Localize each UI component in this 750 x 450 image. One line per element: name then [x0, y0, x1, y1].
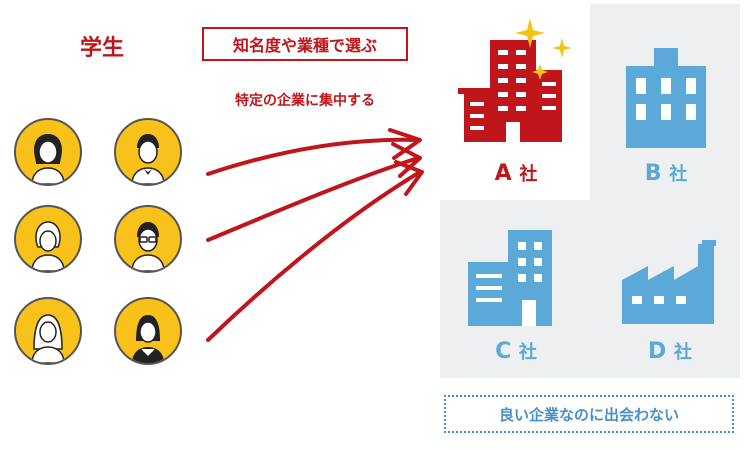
company-c-letter: C	[495, 339, 512, 364]
arrow-2-head	[391, 142, 422, 178]
sparkle-icon	[515, 18, 572, 80]
notice-box: 良い企業なのに出会わない	[444, 395, 734, 433]
student-avatar-4	[114, 205, 182, 273]
student-avatar-2	[114, 118, 182, 186]
company-b-suffix: 社	[669, 164, 688, 185]
company-a-letter: A	[494, 161, 512, 186]
person-icon	[31, 134, 65, 184]
person-icon	[31, 221, 65, 271]
arrow-2	[206, 156, 420, 242]
arrow-3-head	[394, 160, 424, 196]
company-a-label: A 社	[456, 160, 576, 186]
company-a-suffix: 社	[519, 164, 538, 185]
person-icon	[131, 134, 165, 184]
person-icon	[132, 315, 164, 363]
criteria-box: 知名度や業種で選ぶ	[202, 27, 408, 61]
company-c-label: C 社	[456, 338, 576, 364]
criteria-label: 知名度や業種で選ぶ	[232, 36, 377, 55]
office-building-icon	[626, 48, 706, 148]
company-d-label: D 社	[610, 338, 730, 364]
office-building-icon	[468, 230, 552, 326]
company-d-letter: D	[648, 339, 667, 364]
arrow-3	[206, 170, 422, 342]
arrow-1	[206, 137, 420, 176]
student-avatar-5	[14, 297, 82, 365]
concentration-arrows	[206, 128, 424, 342]
factory-icon	[622, 240, 716, 324]
person-icon	[131, 222, 165, 271]
student-avatar-1	[14, 118, 82, 186]
students-label: 学生	[79, 36, 124, 61]
concentration-label: 特定の企業に集中する	[235, 93, 375, 109]
building-sparkle-icon	[458, 18, 572, 142]
company-b-letter: B	[644, 161, 662, 186]
company-d-suffix: 社	[673, 342, 692, 363]
company-b-label: B 社	[606, 160, 726, 186]
company-c-suffix: 社	[518, 342, 537, 363]
student-avatar-6	[114, 297, 182, 365]
person-icon	[31, 314, 65, 363]
notice-label: 良い企業なのに出会わない	[498, 405, 679, 424]
student-avatar-3	[14, 205, 82, 273]
arrow-1-head	[388, 128, 422, 160]
